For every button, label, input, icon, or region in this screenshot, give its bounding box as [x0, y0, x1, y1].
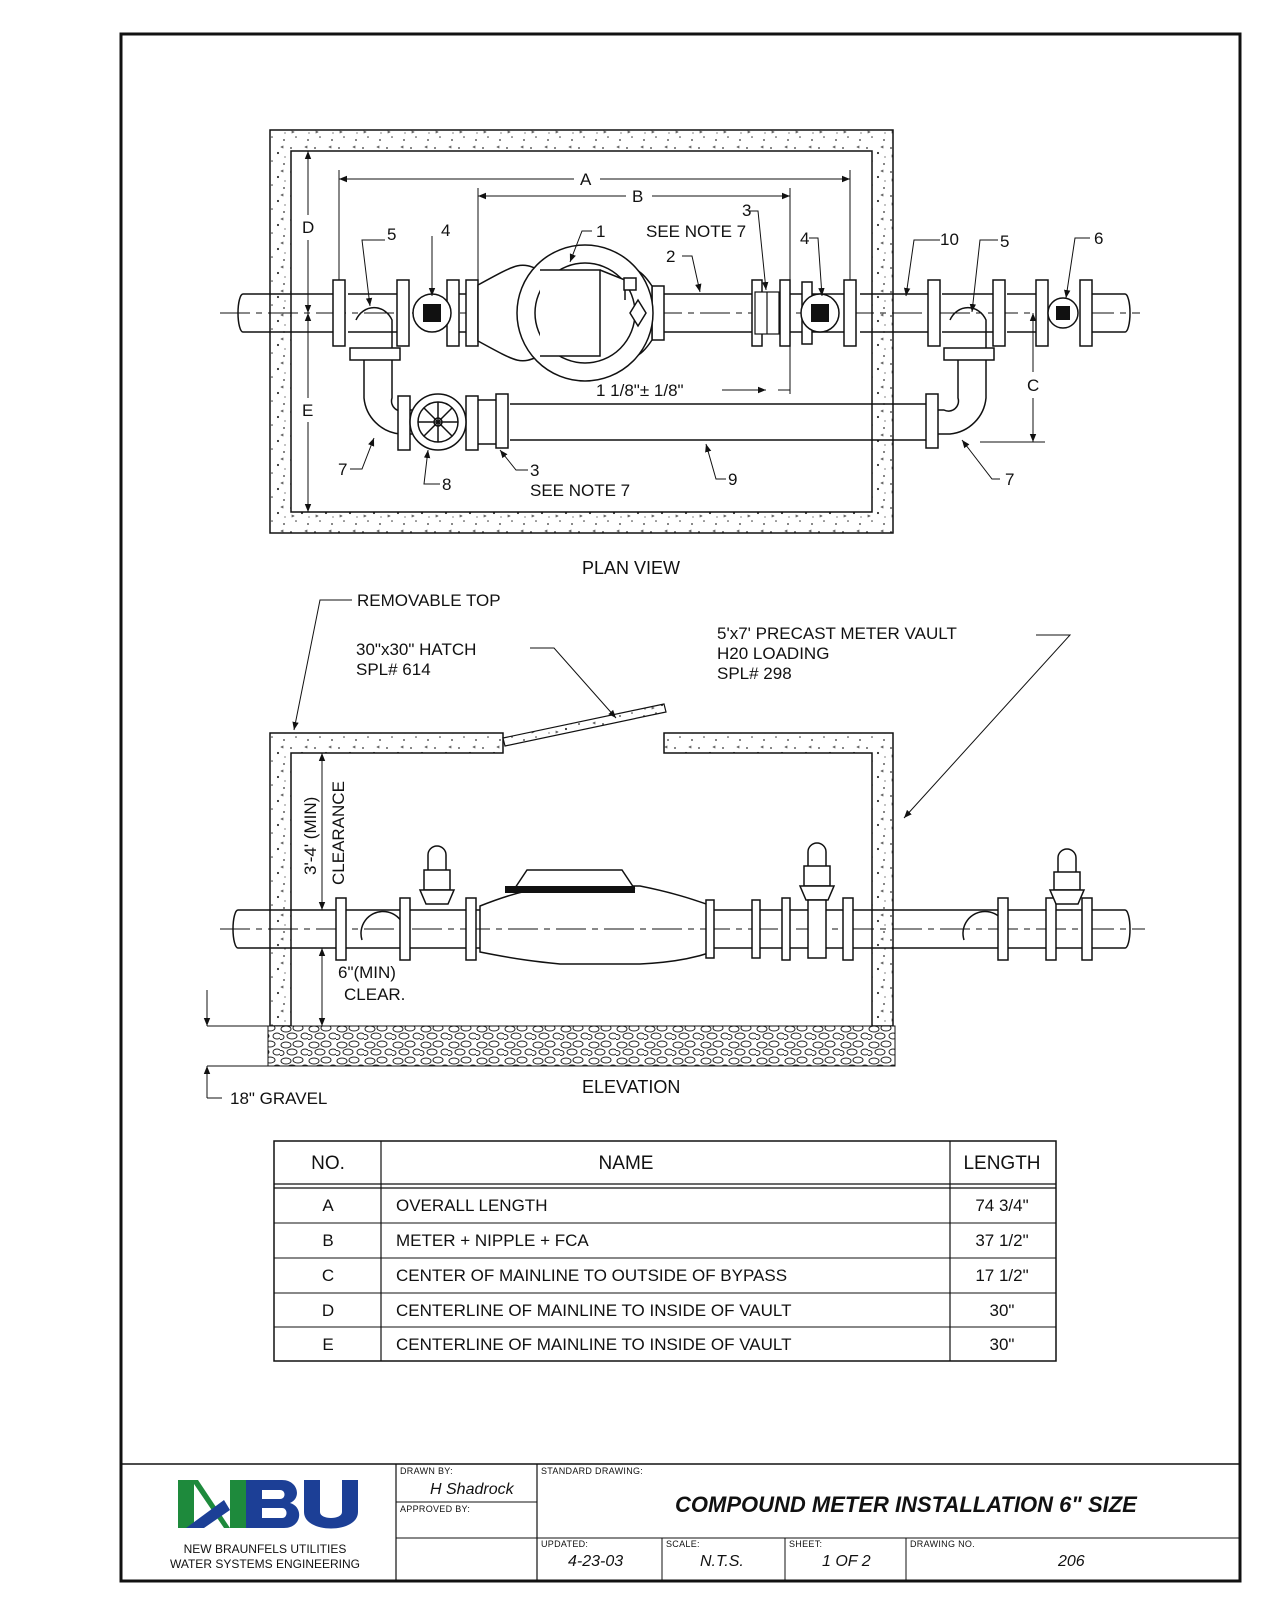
elevation-pipe: [232, 885, 1131, 965]
table-row-name: CENTERLINE OF MAINLINE TO INSIDE OF VAUL…: [396, 1301, 791, 1320]
table-row-no: B: [322, 1231, 333, 1250]
table-row-name: CENTERLINE OF MAINLINE TO INSIDE OF VAUL…: [396, 1335, 791, 1354]
table-row-name: OVERALL LENGTH: [396, 1196, 547, 1215]
clearance-dimensions: [203, 753, 326, 1099]
dimension-table: NO. NAME LENGTH A OVERALL LENGTH 74 3/4"…: [273, 1140, 1057, 1362]
table-row-length: 17 1/2": [975, 1266, 1028, 1285]
callout-6: 6: [1094, 229, 1103, 248]
drawn-by-label: DRAWN BY:: [400, 1466, 453, 1476]
gravel-base: [267, 1025, 896, 1067]
bypass-gate-valve: [409, 393, 467, 451]
approved-by-label: APPROVED BY:: [400, 1504, 470, 1514]
clearance-bottom-line1: 6"(MIN): [338, 963, 396, 982]
removable-top-label: REMOVABLE TOP: [357, 591, 501, 610]
dimension-b: [477, 188, 791, 394]
gate-valve-upstream: [412, 293, 452, 333]
sheet-label: SHEET:: [789, 1539, 822, 1549]
callout-3-top: 3: [742, 201, 751, 220]
gate-valve-outlet: [1047, 297, 1079, 329]
dim-e-label: E: [302, 401, 313, 420]
table-row-length: 74 3/4": [975, 1196, 1028, 1215]
plan-view: A B C D E 1 1/8"± 1/8": [220, 129, 1140, 578]
table-header-length: LENGTH: [963, 1153, 1040, 1174]
table-row-name: METER + NIPPLE + FCA: [396, 1231, 589, 1250]
vault-label-line3: SPL# 298: [717, 664, 792, 683]
sheet-border: [119, 32, 1242, 1583]
dim-b-label: B: [632, 187, 643, 206]
dim-a-label: A: [580, 170, 592, 189]
drawing-no-value: 206: [1057, 1553, 1085, 1570]
table-row-length: 37 1/2": [975, 1231, 1028, 1250]
sheet-value: 1 OF 2: [822, 1553, 871, 1570]
callout-3-bottom: 3: [530, 461, 539, 480]
org-line-2: WATER SYSTEMS ENGINEERING: [170, 1557, 360, 1571]
callout-leaders: [350, 210, 1090, 485]
elevation-title: ELEVATION: [582, 1077, 680, 1097]
gate-valve-downstream: [800, 293, 840, 333]
title-block: NEW BRAUNFELS UTILITIES WATER SYSTEMS EN…: [121, 1463, 1240, 1581]
clearance-top-line1: 3'-4' (MIN): [301, 797, 320, 875]
drawing-no-label: DRAWING NO.: [910, 1539, 975, 1549]
hatch-lid: [502, 703, 667, 747]
table-row-no: D: [322, 1301, 334, 1320]
valve-stems: [418, 842, 1086, 959]
meter-register: [505, 869, 636, 893]
dimension-a: [338, 170, 851, 280]
callout-8: 8: [442, 475, 451, 494]
drawn-by-value: H Shadrock: [430, 1481, 515, 1498]
vault-label-line1: 5'x7' PRECAST METER VAULT: [717, 624, 957, 643]
elevation-flanges: [335, 897, 1093, 961]
table-row-no: A: [322, 1196, 334, 1215]
clearance-top-line2: CLEARANCE: [329, 781, 348, 885]
callout-7-right: 7: [1005, 470, 1014, 489]
callout-4-left: 4: [441, 221, 450, 240]
callout-2: 2: [666, 247, 675, 266]
callout-5-left: 5: [387, 225, 396, 244]
updated-value: 4-23-03: [568, 1553, 623, 1570]
elevation-view: 3'-4' (MIN) CLEARANCE 6"(MIN) CLEAR. 18"…: [203, 591, 1145, 1108]
bypass-elbows: [349, 306, 995, 435]
drawing-title: COMPOUND METER INSTALLATION 6" SIZE: [675, 1492, 1138, 1517]
vault-label-line2: H20 LOADING: [717, 644, 829, 663]
callout-10: 10: [940, 230, 959, 249]
table-row-name: CENTER OF MAINLINE TO OUTSIDE OF BYPASS: [396, 1266, 787, 1285]
dim-c-label: C: [1027, 376, 1039, 395]
callout-5-right: 5: [1000, 232, 1009, 251]
elevation-vault-walls-right: [663, 732, 894, 1027]
table-row-length: 30": [990, 1335, 1015, 1354]
scale-value: N.T.S.: [700, 1553, 744, 1570]
scale-label: SCALE:: [666, 1539, 700, 1549]
table-header-name: NAME: [599, 1153, 654, 1174]
callout-1: 1: [596, 222, 605, 241]
clearance-bottom-line2: CLEAR.: [344, 985, 405, 1004]
plan-vault-walls: [269, 129, 894, 534]
callout-7-left: 7: [338, 460, 347, 479]
standard-drawing-label: STANDARD DRAWING:: [541, 1466, 643, 1476]
gravel-label: 18" GRAVEL: [230, 1089, 327, 1108]
compound-meter: [477, 244, 654, 382]
dimension-c: [980, 313, 1045, 443]
callout-4-right: 4: [800, 229, 809, 248]
dim-d-label: D: [302, 218, 314, 237]
see-note-bottom: SEE NOTE 7: [530, 481, 630, 500]
see-note-top: SEE NOTE 7: [646, 222, 746, 241]
callout-9: 9: [728, 470, 737, 489]
hatch-label-line1: 30"x30" HATCH: [356, 640, 476, 659]
coupling-adapter: [754, 291, 780, 335]
table-row-length: 30": [990, 1301, 1015, 1320]
table-header-no: NO.: [311, 1153, 345, 1174]
plan-view-title: PLAN VIEW: [582, 558, 680, 578]
elevation-vault-walls: [269, 732, 504, 1027]
table-row-no: C: [322, 1266, 334, 1285]
nbu-logo: [178, 1480, 358, 1529]
hatch-label-line2: SPL# 614: [356, 660, 431, 679]
updated-label: UPDATED:: [541, 1539, 588, 1549]
gap-dim-label: 1 1/8"± 1/8": [596, 381, 684, 400]
elevation-leaders: [292, 599, 1072, 819]
bypass-pipe: [397, 393, 939, 451]
table-row-no: E: [322, 1335, 333, 1354]
org-line-1: NEW BRAUNFELS UTILITIES: [184, 1542, 347, 1556]
